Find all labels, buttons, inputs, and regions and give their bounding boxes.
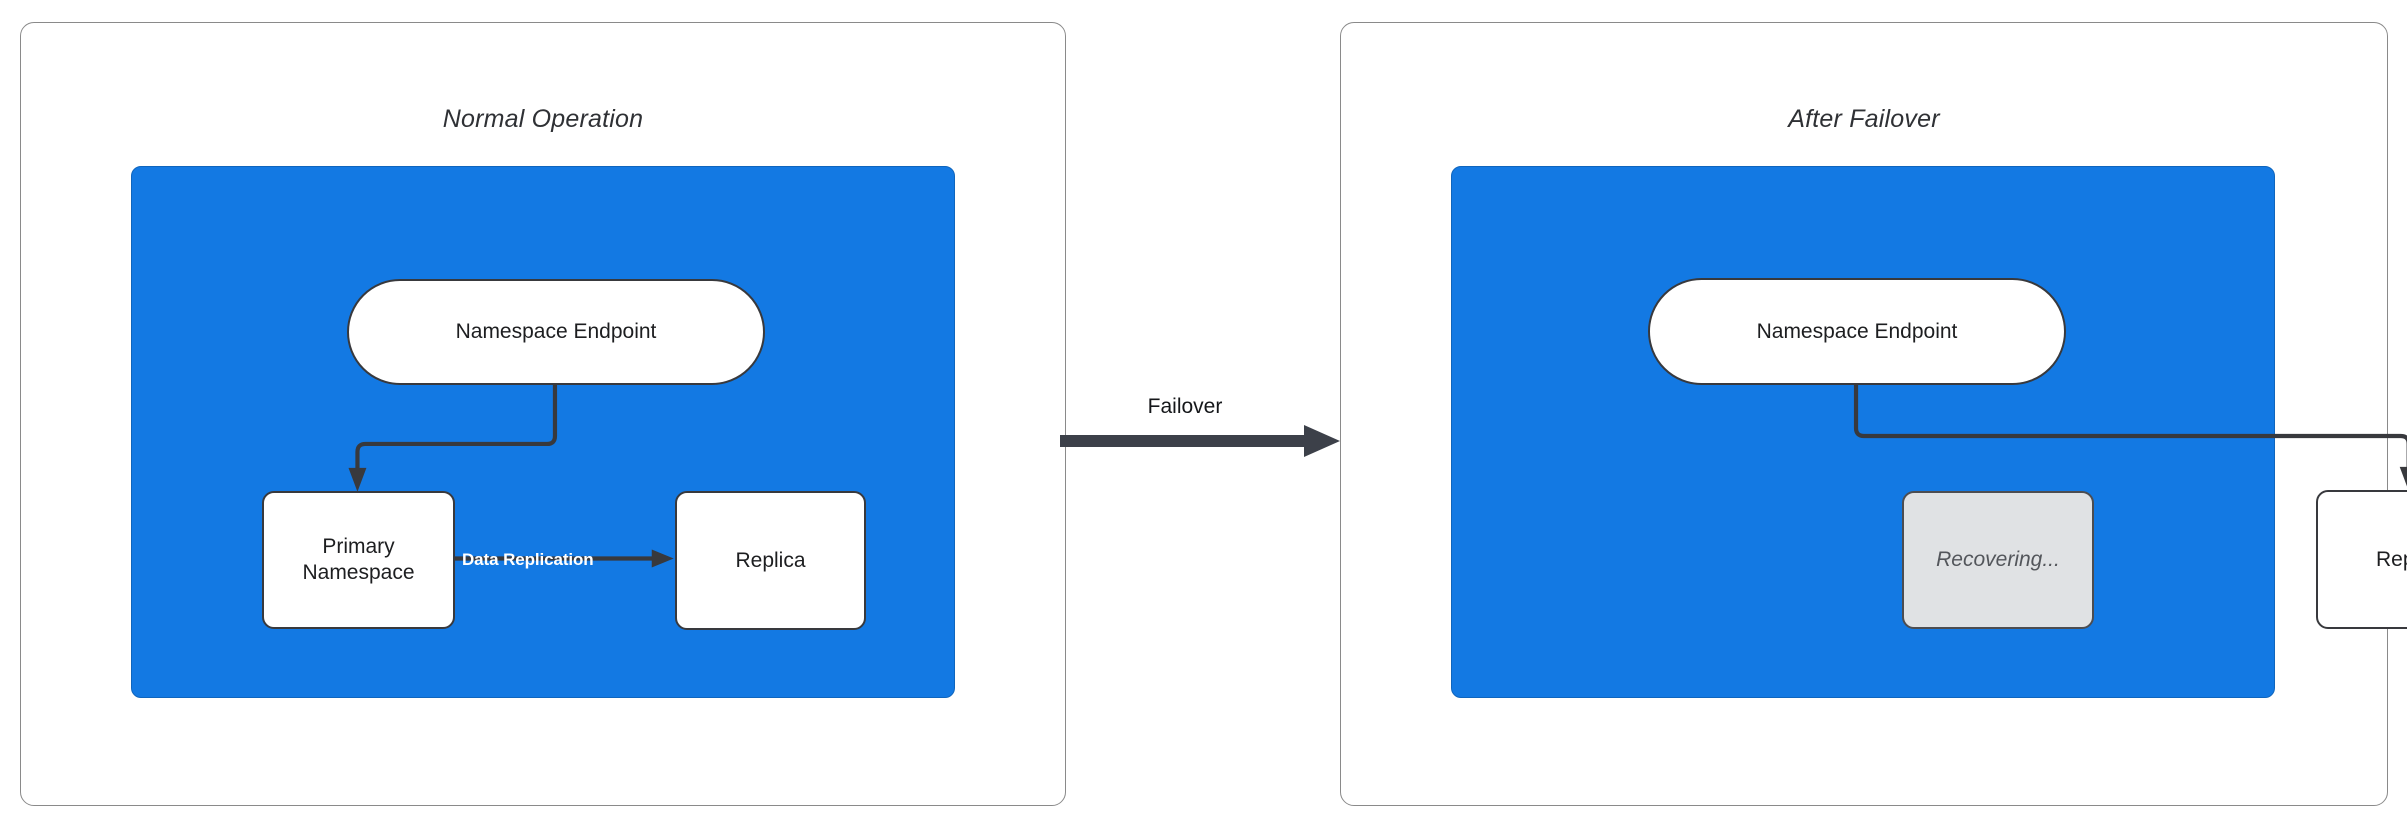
node-label: Primary Namespace [302,534,414,585]
panel-title-after-failover: After Failover [1788,105,1940,133]
node-recovering[interactable]: Recovering... [1902,491,2094,629]
node-label: Recovering... [1936,548,2060,572]
failover-label: Failover [1147,395,1223,418]
panel-title-normal-operation: Normal Operation [442,105,644,133]
blue-region-left: Namespace Endpoint Primary Namespace Rep… [131,166,955,698]
node-label: Namespace Endpoint [1756,319,1958,343]
node-label: Replica [735,548,806,572]
node-namespace-endpoint-left[interactable]: Namespace Endpoint [347,279,765,385]
node-primary-namespace[interactable]: Primary Namespace [262,491,455,629]
edge-label-data-replication: Data Replication [462,550,594,569]
node-namespace-endpoint-right[interactable]: Namespace Endpoint [1648,278,2066,385]
node-replica-right[interactable]: Replica [2316,490,2407,629]
panel-normal-operation: Normal Operation Namespace Endpoint Prim… [20,22,1066,806]
blue-region-right: Namespace Endpoint Recovering... Replica [1451,166,2407,698]
failover-transition: Failover [1060,395,1345,465]
node-label-line1: Primary [322,535,395,559]
node-label: Replica [2375,547,2407,571]
node-label: Namespace Endpoint [455,320,657,344]
node-replica-left[interactable]: Replica [675,491,866,630]
node-label-line2: Namespace [302,561,415,584]
panel-after-failover: After Failover Namespace Endpoint Recove… [1340,22,2407,806]
failover-arrow-icon [1060,425,1340,457]
edge-endpoint-to-replica [1853,384,2407,487]
